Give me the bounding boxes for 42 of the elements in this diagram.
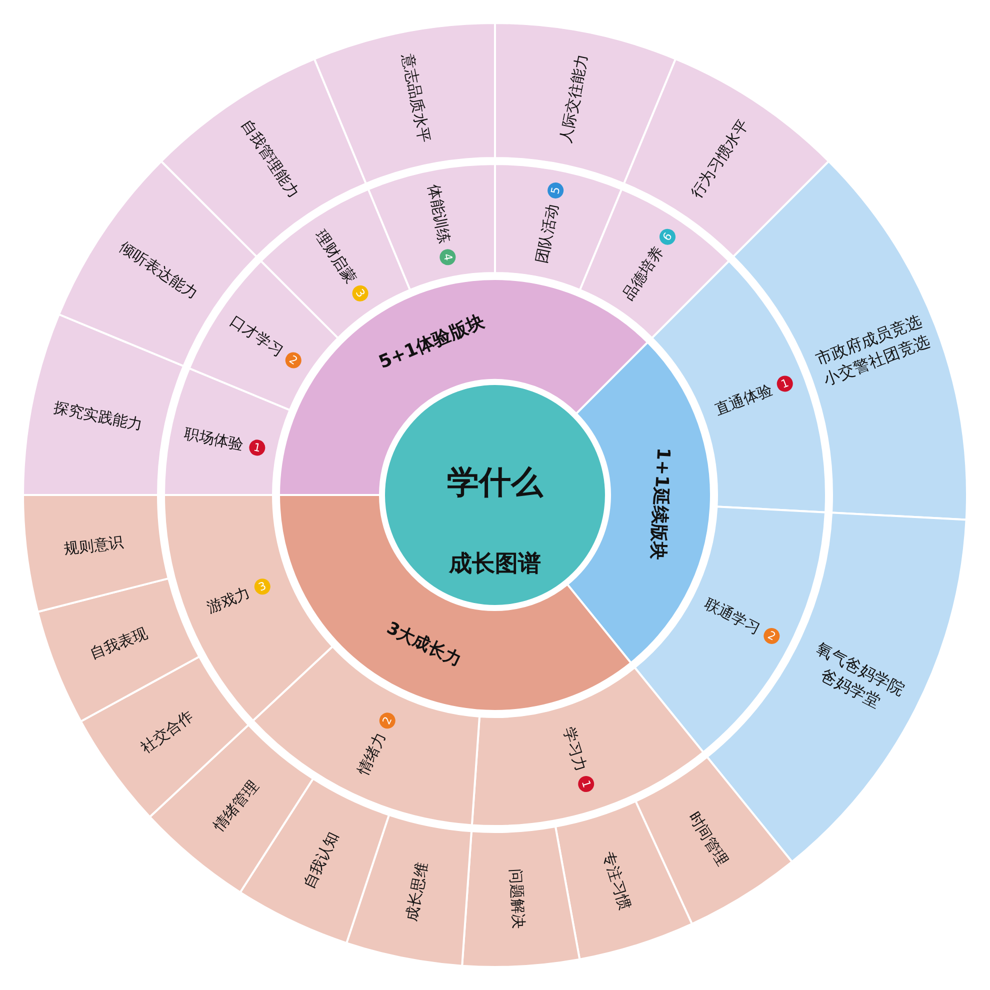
center-title: 学什么	[447, 463, 543, 501]
segment-label: 情绪管理	[210, 776, 262, 834]
segment-label: 自我表现	[87, 624, 150, 663]
segment-label: 行为习惯水平	[687, 116, 752, 202]
number-badge: 2	[285, 352, 302, 368]
number-badge: 3	[352, 285, 368, 302]
segment-label: 时间管理	[684, 808, 732, 869]
segment-label: 团队活动	[532, 202, 562, 265]
segment-label: 倾听表达能力	[116, 238, 202, 303]
segment-label: 直通体验	[712, 380, 776, 419]
segment-label: 问题解决	[506, 868, 528, 930]
number-badge: 3	[254, 578, 270, 595]
number-badge: 2	[379, 712, 396, 729]
segment-label: 意志品质水平	[398, 52, 434, 144]
number-badge: 1	[776, 376, 793, 392]
segment-label: 联通学习	[702, 594, 764, 638]
segment-label: 1+1延续版块	[646, 447, 674, 560]
segment-label: 3大成长力	[383, 618, 464, 671]
segment-label: 学习力	[560, 725, 590, 774]
segment-label: 探究实践能力	[52, 398, 144, 434]
number-badge: 1	[578, 776, 594, 792]
segment-label: 成长思维	[402, 860, 432, 924]
segment-label: 自我管理能力	[238, 116, 303, 202]
number-badge: 6	[660, 228, 676, 245]
center-subtitle: 成长图谱	[449, 551, 541, 577]
segment-label: 5+1体验版块	[376, 310, 488, 374]
segment-label: 社交合作	[137, 706, 197, 757]
segment-label: 情绪力	[354, 729, 390, 778]
segment-label: 专注习惯	[599, 849, 634, 912]
segment-label: 品德培养	[618, 243, 668, 304]
number-badge: 1	[249, 440, 266, 456]
number-badge: 4	[440, 249, 456, 266]
segment-label: 口才学习	[226, 312, 287, 360]
segment-label: 理财启蒙	[312, 226, 360, 287]
segment-label: 规则意识	[62, 532, 125, 558]
number-badge: 2	[764, 628, 780, 644]
segment-label: 自我认知	[300, 829, 342, 892]
segment-label: 职场体验	[182, 424, 246, 454]
segment-label: 体能训练	[424, 182, 454, 246]
segment-label: 人际交往能力	[556, 52, 592, 144]
number-badge: 5	[548, 182, 564, 198]
segment-label: 游戏力	[204, 583, 253, 617]
